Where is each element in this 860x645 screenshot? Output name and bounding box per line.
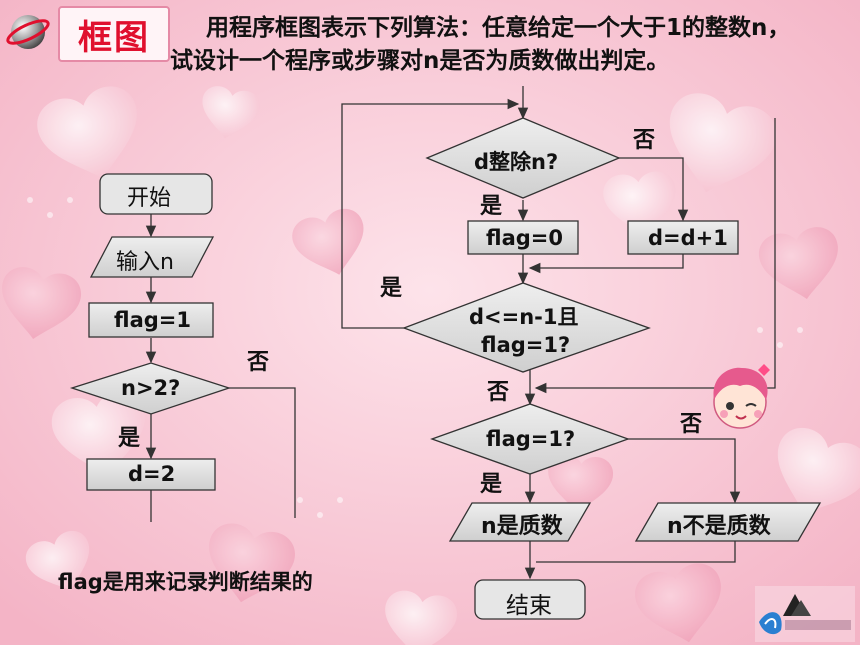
flag-check-decision <box>430 403 630 475</box>
start-label: 开始 <box>127 186 172 211</box>
problem-statement: 用程序框图表示下列算法：任意给定一个大于1的整数n， 试设计一个程序或步骤对n是… <box>170 15 791 74</box>
cond3-yes-label: 是 <box>480 472 503 497</box>
flag0-box <box>467 220 579 255</box>
publisher-logo <box>755 586 855 642</box>
d-assign-label: d=2 <box>128 462 176 486</box>
n-gt-2-decision <box>69 362 232 415</box>
cond1-yes-label: 是 <box>480 194 503 219</box>
start-terminal <box>99 173 213 215</box>
input-parallelogram <box>89 236 215 278</box>
left-yes-label: 是 <box>118 426 141 451</box>
prime-label: n是质数 <box>481 514 563 539</box>
flag-note: flag是用来记录判断结果的 <box>58 570 313 594</box>
loop-decision <box>402 282 651 373</box>
cond3-no-label: 否 <box>680 412 703 437</box>
cond2-no-label: 否 <box>487 380 510 405</box>
not-prime-output <box>634 502 822 542</box>
end-label: 结束 <box>506 593 552 619</box>
not-prime-label: n不是质数 <box>667 514 771 539</box>
flag-init-box <box>88 302 214 338</box>
prime-output <box>448 502 592 542</box>
d-divides-n-decision <box>425 117 621 199</box>
left-no-label: 否 <box>247 350 270 375</box>
cond2-line2-label: flag=1? <box>481 333 571 357</box>
cond3-label: flag=1? <box>486 427 576 451</box>
slide-title-box: 框图 <box>58 6 170 62</box>
increment-box <box>627 220 739 255</box>
flag0-label: flag=0 <box>486 226 563 250</box>
end-terminal <box>474 579 586 620</box>
loop-yes-label: 是 <box>380 276 403 301</box>
globe-icon <box>6 15 50 49</box>
increment-label: d=d+1 <box>648 226 728 250</box>
slide-title: 框图 <box>78 17 150 58</box>
n-gt-2-label: n>2? <box>121 376 181 400</box>
cond2-line1-label: d<=n-1且 <box>469 305 579 329</box>
cond1-label: d整除n? <box>474 150 559 174</box>
d-assign-box <box>86 458 216 491</box>
cond1-no-label: 否 <box>633 128 656 153</box>
flag-init-label: flag=1 <box>114 308 191 332</box>
input-label: 输入n <box>116 250 174 275</box>
mascot-girl-icon <box>713 364 770 429</box>
